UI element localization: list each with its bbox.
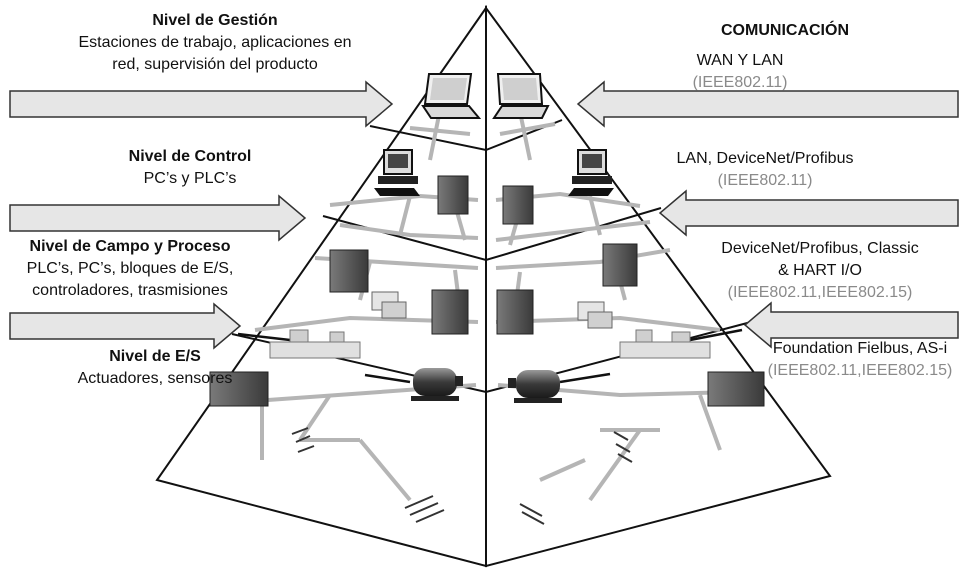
level-desc: Actuadores, sensores (77, 370, 233, 387)
arrow-right-icon (9, 194, 307, 242)
comm-protocol: Foundation Fielbus, AS-i (772, 340, 948, 357)
plc-module-icon (602, 243, 638, 287)
comunicacion-header: COMUNICACIÓN (721, 22, 849, 39)
production-line-icon (269, 329, 361, 359)
sensor-icons (291, 427, 633, 525)
level-desc: controladores, trasmisiones (32, 282, 228, 299)
laptop-icon-right (492, 73, 550, 119)
comm-standard: (IEEE802.11,IEEE802.15) (767, 362, 953, 379)
level-arrows (9, 80, 959, 350)
plc-module-icon (437, 175, 469, 215)
io-rack-icon (209, 371, 269, 407)
desktop-pc-icon-left (374, 149, 420, 196)
comm-protocol: WAN Y LAN (696, 52, 784, 69)
bus-lines (237, 328, 743, 384)
plc-module-icon (329, 249, 369, 293)
arrow-left-icon (658, 189, 959, 237)
level-title: Nivel de Control (128, 148, 252, 165)
level-title: Nivel de Campo y Proceso (29, 238, 231, 255)
electric-motor-icon (508, 370, 562, 403)
level-title: Nivel de Gestión (152, 12, 278, 29)
comm-standard: (IEEE802.11) (717, 172, 813, 189)
plc-module-icon (431, 289, 469, 335)
pyramid-body (155, 4, 832, 568)
label-nivel-es: Nivel de E/S Actuadores, sensores (40, 346, 270, 390)
comm-standard: (IEEE802.11) (692, 74, 788, 91)
plc-module-icon (496, 289, 534, 335)
hmi-screen-icon (371, 291, 407, 319)
hmi-screen-icon (577, 301, 613, 329)
devices-group (209, 73, 765, 525)
comm-protocol: & HART I/O (778, 262, 862, 279)
arrow-right-icon (9, 302, 242, 350)
comm-management: WAN Y LAN (IEEE802.11) (650, 50, 830, 94)
level-desc: PLC’s, PC’s, bloques de E/S, (26, 260, 234, 277)
level-title: Nivel de E/S (109, 348, 201, 365)
arrow-left-icon (743, 301, 959, 349)
level-desc: PC’s y PLC’s (143, 170, 237, 187)
comm-standard: (IEEE802.11,IEEE802.15) (727, 284, 913, 301)
comm-protocol: DeviceNet/Profibus, Classic (721, 240, 919, 257)
electric-motor-icon (411, 368, 463, 401)
plc-module-icon (502, 185, 534, 225)
desktop-pc-icon-right (568, 149, 614, 196)
level-desc: red, supervisión del producto (112, 56, 318, 73)
io-rack-icon (707, 371, 765, 407)
level-desc: Estaciones de trabajo, aplicaciones en (78, 34, 352, 51)
label-nivel-gestion: Nivel de Gestión Estaciones de trabajo, … (25, 10, 405, 76)
comm-protocol: LAN, DeviceNet/Profibus (676, 150, 854, 167)
laptop-icon-left (421, 73, 482, 119)
comm-field: DeviceNet/Profibus, Classic & HART I/O (… (690, 238, 950, 304)
label-nivel-campo: Nivel de Campo y Proceso PLC’s, PC’s, bl… (5, 236, 255, 302)
production-line-icon (619, 329, 711, 359)
arrow-right-icon (9, 80, 394, 128)
arrow-left-icon (576, 80, 959, 128)
comm-io: Foundation Fielbus, AS-i (IEEE802.11,IEE… (760, 338, 960, 382)
comm-control: LAN, DeviceNet/Profibus (IEEE802.11) (640, 148, 890, 192)
label-nivel-control: Nivel de Control PC’s y PLC’s (100, 146, 280, 190)
